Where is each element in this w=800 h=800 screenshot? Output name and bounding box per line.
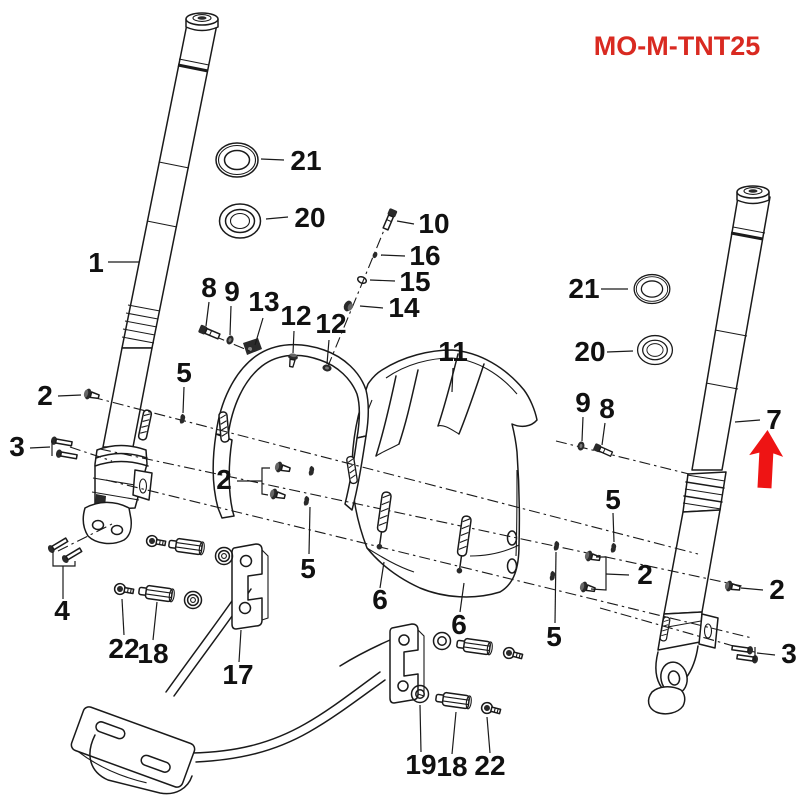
- ring-15: [356, 275, 368, 285]
- part-label-21-left: 21: [290, 145, 321, 176]
- part-label-4: 4: [54, 595, 70, 626]
- part-label-19: 19: [405, 749, 436, 780]
- fender-stay: [212, 338, 369, 519]
- reflector-strip-stay-left: [217, 410, 231, 444]
- stand-foot-plate: [70, 706, 196, 788]
- part-label-17: 17: [222, 659, 253, 690]
- part-label-2-right-group: 2: [637, 559, 653, 590]
- part-label-15: 15: [399, 266, 430, 297]
- part-label-5-right-group: 5: [546, 621, 562, 652]
- part-label-16: 16: [409, 240, 440, 271]
- fork-left-slider: [82, 444, 153, 545]
- part-label-7: 7: [766, 404, 782, 435]
- fasteners: [45, 142, 760, 718]
- part-label-10: 10: [418, 208, 449, 239]
- part-label-18-right: 18: [436, 751, 467, 782]
- part-label-5-right-upper: 5: [605, 484, 621, 515]
- fender-hole-lower: [506, 558, 518, 574]
- fork-left-top-cap: [185, 12, 219, 32]
- part-label-5-mid: 5: [300, 553, 316, 584]
- part-label-6-left: 6: [372, 584, 388, 615]
- stand-assembly: [70, 543, 425, 795]
- part-label-1: 1: [88, 247, 104, 278]
- part-label-8-right: 8: [599, 393, 615, 424]
- part-label-8-left: 8: [201, 272, 217, 303]
- part-label-20-left: 20: [294, 202, 325, 233]
- fork-left-springs: [121, 304, 161, 344]
- part-label-11: 11: [438, 336, 468, 367]
- part-label-18-left: 18: [137, 638, 168, 669]
- part-label-5-upper-left: 5: [176, 357, 192, 388]
- part-label-22-left: 22: [108, 633, 139, 664]
- part-label-20-right: 20: [574, 336, 605, 367]
- part-label-12-b: 12: [315, 308, 346, 339]
- part-label-3-right: 3: [781, 638, 797, 669]
- part-label-9-left: 9: [224, 276, 240, 307]
- highlight-arrow: [749, 430, 784, 489]
- fork-tube-left: [82, 12, 219, 545]
- part-label-6-right: 6: [451, 609, 467, 640]
- part-label-22-right: 22: [474, 750, 505, 781]
- part-label-3-left: 3: [9, 431, 25, 462]
- front-fender: [351, 349, 538, 598]
- part-label-2-upper-left: 2: [37, 380, 53, 411]
- part-label-21-right: 21: [568, 273, 599, 304]
- fork-tube-right: [647, 185, 771, 715]
- fork-right-top-cap: [736, 185, 770, 205]
- diagram-code: MO-M-TNT25: [594, 31, 760, 61]
- part-label-12-a: 12: [280, 300, 311, 331]
- part-labels: 1 21 20 10 16 15 14 8 9 13 12 12 11 21 2…: [9, 145, 797, 782]
- part-label-2-right: 2: [769, 574, 785, 605]
- part-label-13: 13: [248, 286, 279, 317]
- stand-bracket-17: [231, 543, 269, 630]
- leader-lines: [29, 158, 776, 755]
- fork-right-slider: [647, 471, 727, 715]
- part-label-2-mid: 2: [216, 464, 232, 495]
- part-label-14: 14: [388, 292, 420, 323]
- part-label-9-right: 9: [575, 387, 591, 418]
- fender-vents: [375, 353, 485, 457]
